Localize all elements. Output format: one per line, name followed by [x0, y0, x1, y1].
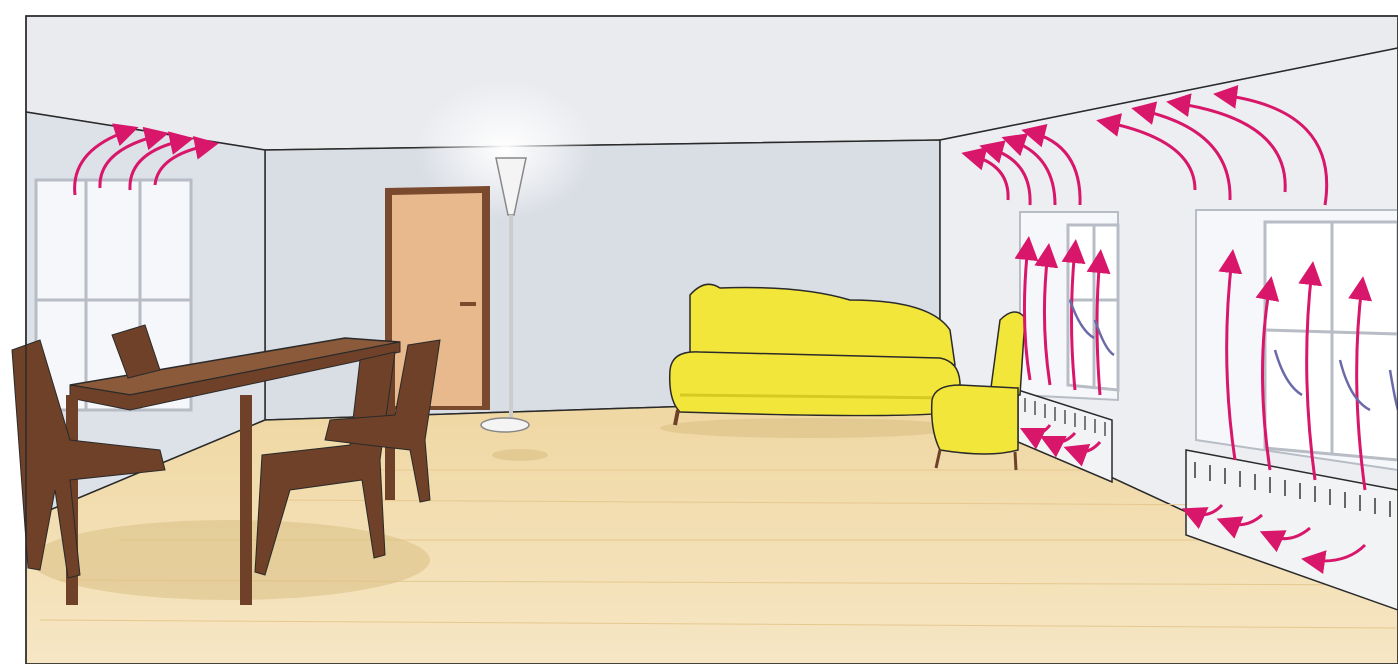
door [385, 186, 490, 410]
right-window-small [1020, 212, 1118, 400]
